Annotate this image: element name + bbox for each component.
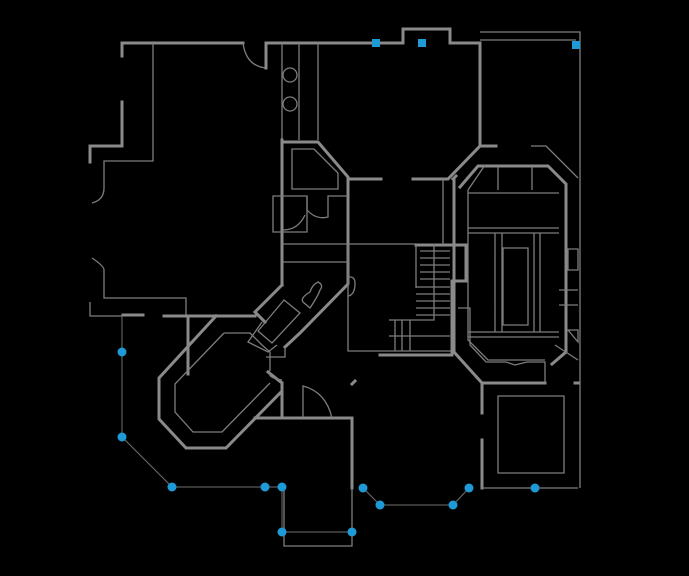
markers	[117, 39, 580, 537]
circle-marker-icon[interactable]	[448, 500, 458, 510]
square-marker-icon[interactable]	[572, 41, 580, 49]
circle-marker-icon[interactable]	[167, 482, 177, 492]
circle-marker-icon[interactable]	[277, 527, 287, 537]
square-marker-icon[interactable]	[372, 39, 380, 47]
perimeter-lines	[121, 316, 470, 533]
circle-marker-icon[interactable]	[464, 483, 474, 493]
circle-marker-icon[interactable]	[375, 500, 385, 510]
circle-marker-icon[interactable]	[530, 483, 540, 493]
circle-marker-icon[interactable]	[277, 482, 287, 492]
circle-marker-icon[interactable]	[117, 432, 127, 442]
circle-marker-icon[interactable]	[347, 527, 357, 537]
walls	[88, 27, 581, 547]
circle-marker-icon[interactable]	[117, 347, 127, 357]
square-marker-icon[interactable]	[418, 39, 426, 47]
circle-marker-icon[interactable]	[260, 482, 270, 492]
circle-marker-icon[interactable]	[358, 483, 368, 493]
